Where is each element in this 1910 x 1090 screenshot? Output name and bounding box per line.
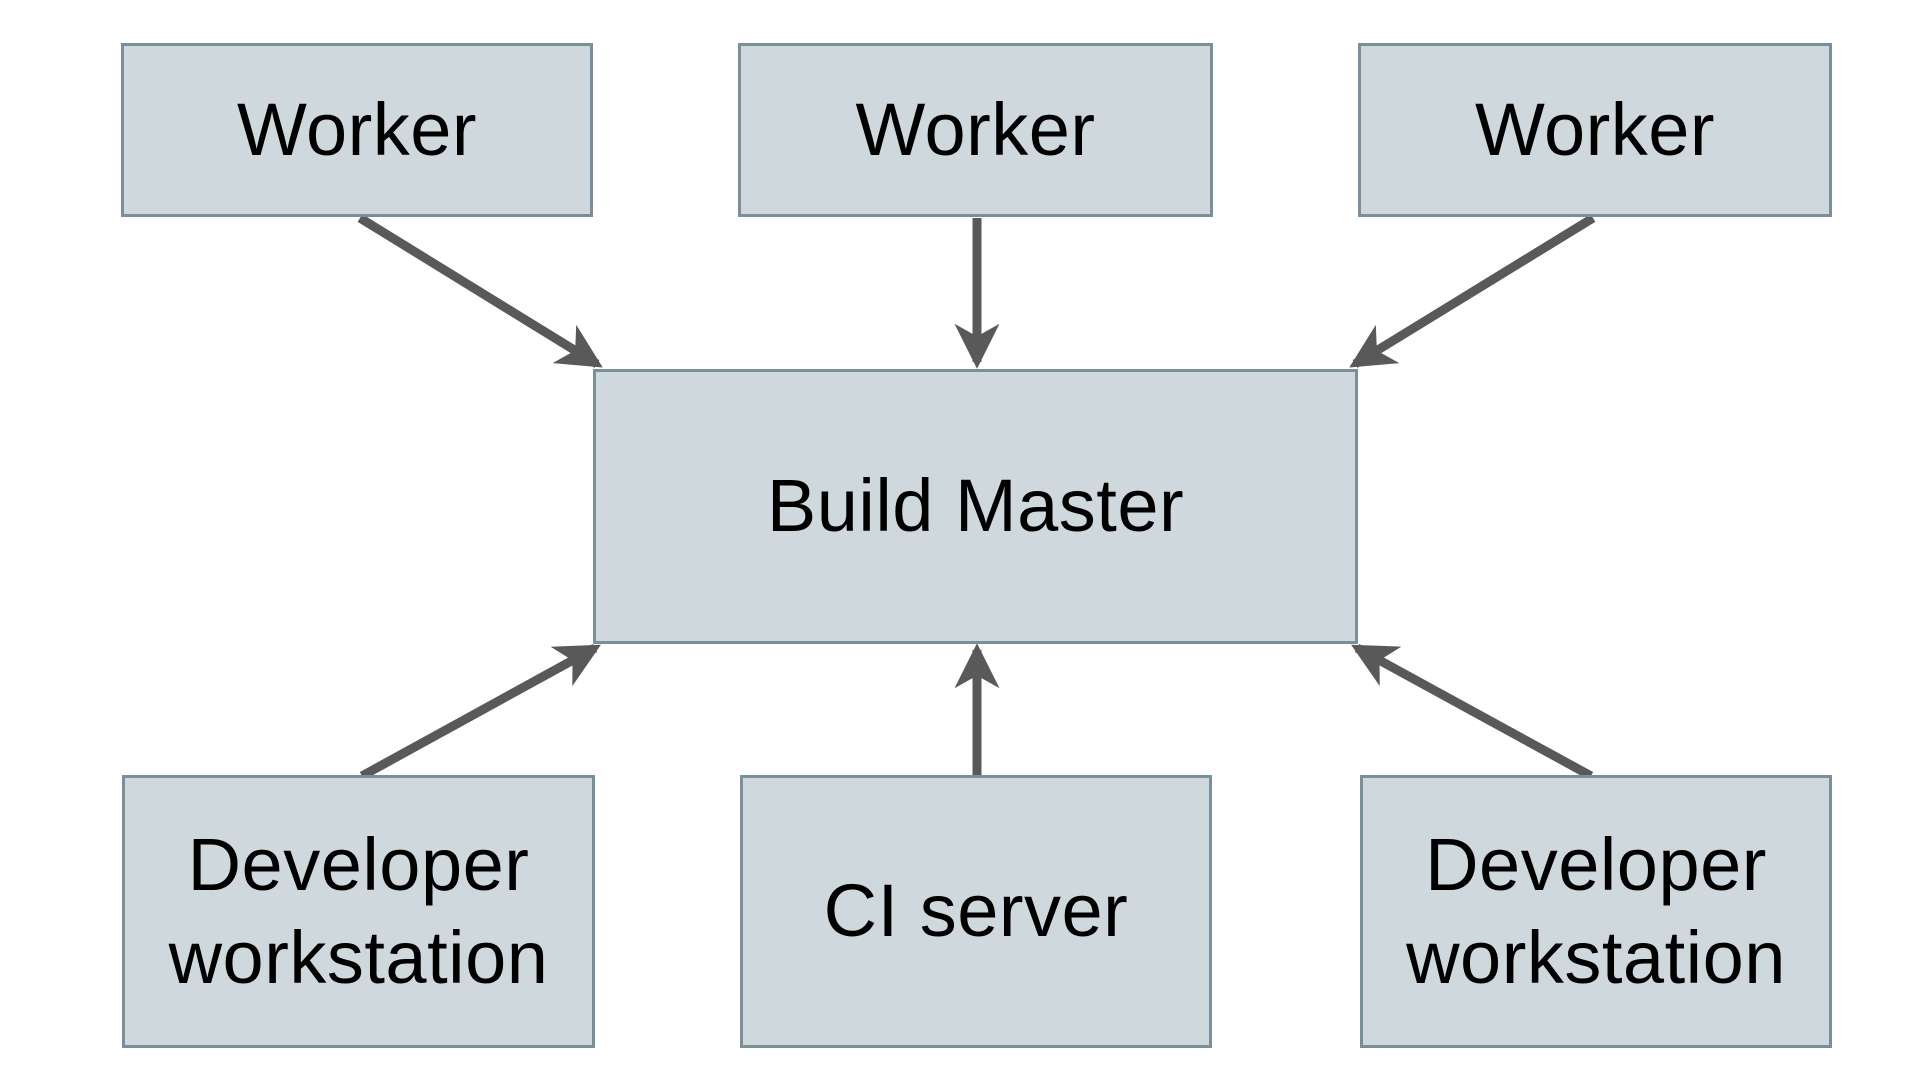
node-label-developer-workstation-right: Developer workstation: [1406, 823, 1786, 999]
node-developer-workstation-right: Developer workstation: [1360, 775, 1832, 1048]
edge-developer-workstation-left-to-build-master: [359, 644, 601, 780]
node-ci-server: CI server: [740, 775, 1212, 1048]
node-label-developer-workstation-left: Developer workstation: [168, 823, 549, 999]
node-label-worker-1: Worker: [236, 87, 478, 171]
node-worker-3: Worker: [1358, 43, 1832, 217]
edge-developer-workstation-right-to-build-master: [1351, 644, 1594, 780]
edge-worker-1-to-build-master: [357, 214, 603, 368]
node-label-build-master: Build Master: [766, 464, 1185, 548]
node-developer-workstation-left: Developer workstation: [122, 775, 595, 1048]
edge-worker-3-to-build-master: [1349, 214, 1596, 368]
node-label-ci-server: CI server: [823, 869, 1129, 953]
node-label-worker-3: Worker: [1474, 87, 1716, 171]
node-label-worker-2: Worker: [855, 87, 1096, 171]
node-build-master: Build Master: [593, 369, 1358, 644]
node-worker-2: Worker: [738, 43, 1213, 217]
node-worker-1: Worker: [121, 43, 593, 217]
